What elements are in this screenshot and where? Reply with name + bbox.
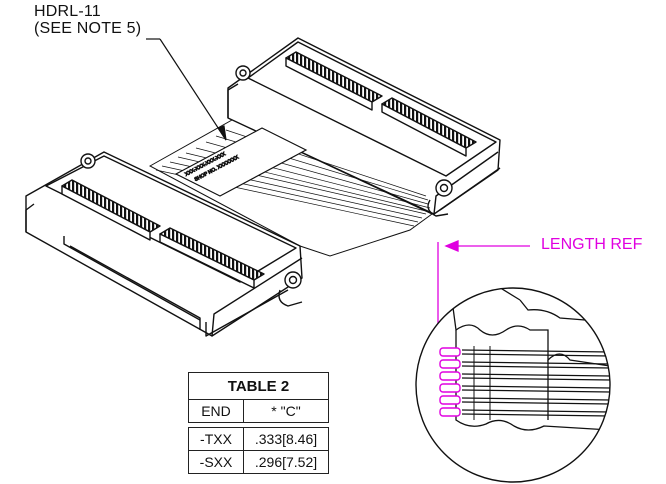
table-title: TABLE 2	[188, 372, 329, 400]
table-cell-end: -SXX	[188, 450, 244, 474]
table-header-end: END	[188, 399, 244, 423]
rear-pin-row-2	[381, 97, 477, 157]
rear-pin-row-1	[285, 51, 383, 111]
rear-screw-right	[435, 179, 453, 197]
table-cell-c: .296[7.52]	[243, 450, 329, 474]
table-cell-c: .333[8.46]	[243, 427, 329, 451]
callout-leader	[146, 38, 227, 141]
front-screw-right	[284, 271, 302, 289]
front-pin-row-2	[159, 227, 265, 289]
hdrl-callout: HDRL-11 (SEE NOTE 5)	[34, 3, 141, 37]
callout-part-number: HDRL-11	[34, 3, 101, 20]
table-row: -SXX .296[7.52]	[188, 450, 329, 474]
front-pin-row-1	[61, 179, 161, 241]
callout-note: (SEE NOTE 5)	[34, 20, 142, 37]
table-header-c: * "C"	[243, 399, 329, 423]
length-ref-label: LENGTH REF	[541, 236, 643, 253]
rear-connector	[227, 37, 501, 217]
table-row: -TXX .333[8.46]	[188, 427, 329, 451]
ribbon-cable: XXX-XXX-XXX-XXX SHOP NO. XXXXXXX	[148, 119, 433, 257]
front-connector	[25, 151, 303, 337]
front-screw-left	[80, 153, 96, 169]
detail-view	[415, 287, 611, 483]
rear-screw-left	[235, 65, 251, 81]
table-cell-end: -TXX	[188, 427, 244, 451]
table-2: TABLE 2 END * "C" -TXX .333[8.46] -SXX .…	[188, 372, 329, 474]
